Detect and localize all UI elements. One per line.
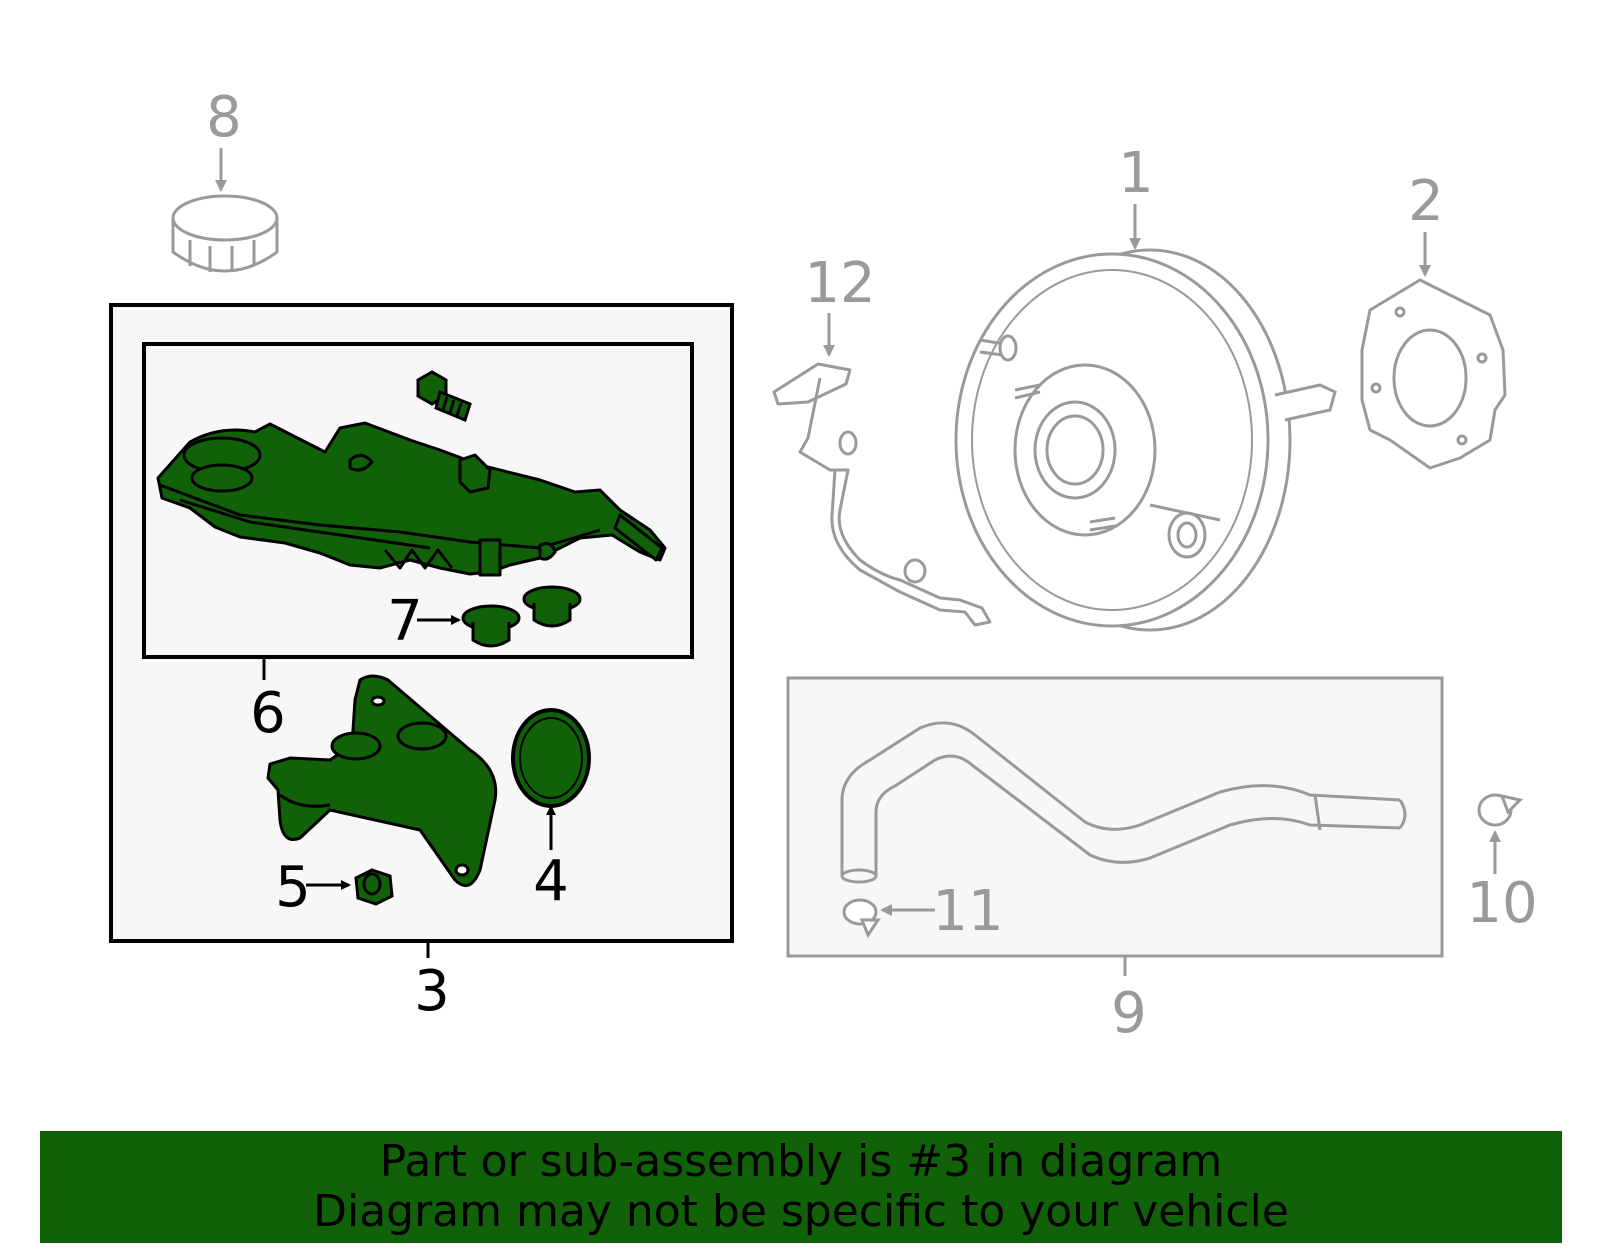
callout-6: 6 [250,681,286,746]
callout-5: 5 [275,855,311,920]
master-cylinder-body [266,674,498,888]
callout-9: 9 [1111,981,1147,1046]
bracket-part-12 [772,362,992,627]
callout-4: 4 [533,849,569,914]
banner-line-2: Diagram may not be specific to your vehi… [313,1186,1289,1237]
callout-8: 8 [206,85,242,150]
callout-12: 12 [804,251,875,316]
callout-2: 2 [1408,169,1444,234]
seal-ring-part-4 [511,708,591,808]
callout-7: 7 [387,589,423,654]
callout-11: 11 [932,879,1003,944]
reservoir-bolt [416,370,472,423]
callout-10: 10 [1466,871,1537,936]
hose-clamp-part-11 [842,898,881,939]
booster-gasket-part-2 [1360,278,1507,470]
reservoir-cap-part-8 [171,194,279,273]
callout-1: 1 [1118,141,1154,206]
hose-assembly-9-box [786,676,1444,958]
nut-part-5 [354,868,394,906]
vacuum-hose-part-9 [840,721,1407,884]
hose-clamp-part-10 [1477,793,1523,827]
callout-3: 3 [414,959,450,1024]
brake-fluid-reservoir-part-6 [156,421,667,577]
info-banner: Part or sub-assembly is #3 in diagram Di… [40,1131,1562,1243]
brake-booster-part-1 [954,248,1337,632]
banner-line-1: Part or sub-assembly is #3 in diagram [379,1136,1223,1187]
reservoir-grommets-part-7 [461,585,582,648]
